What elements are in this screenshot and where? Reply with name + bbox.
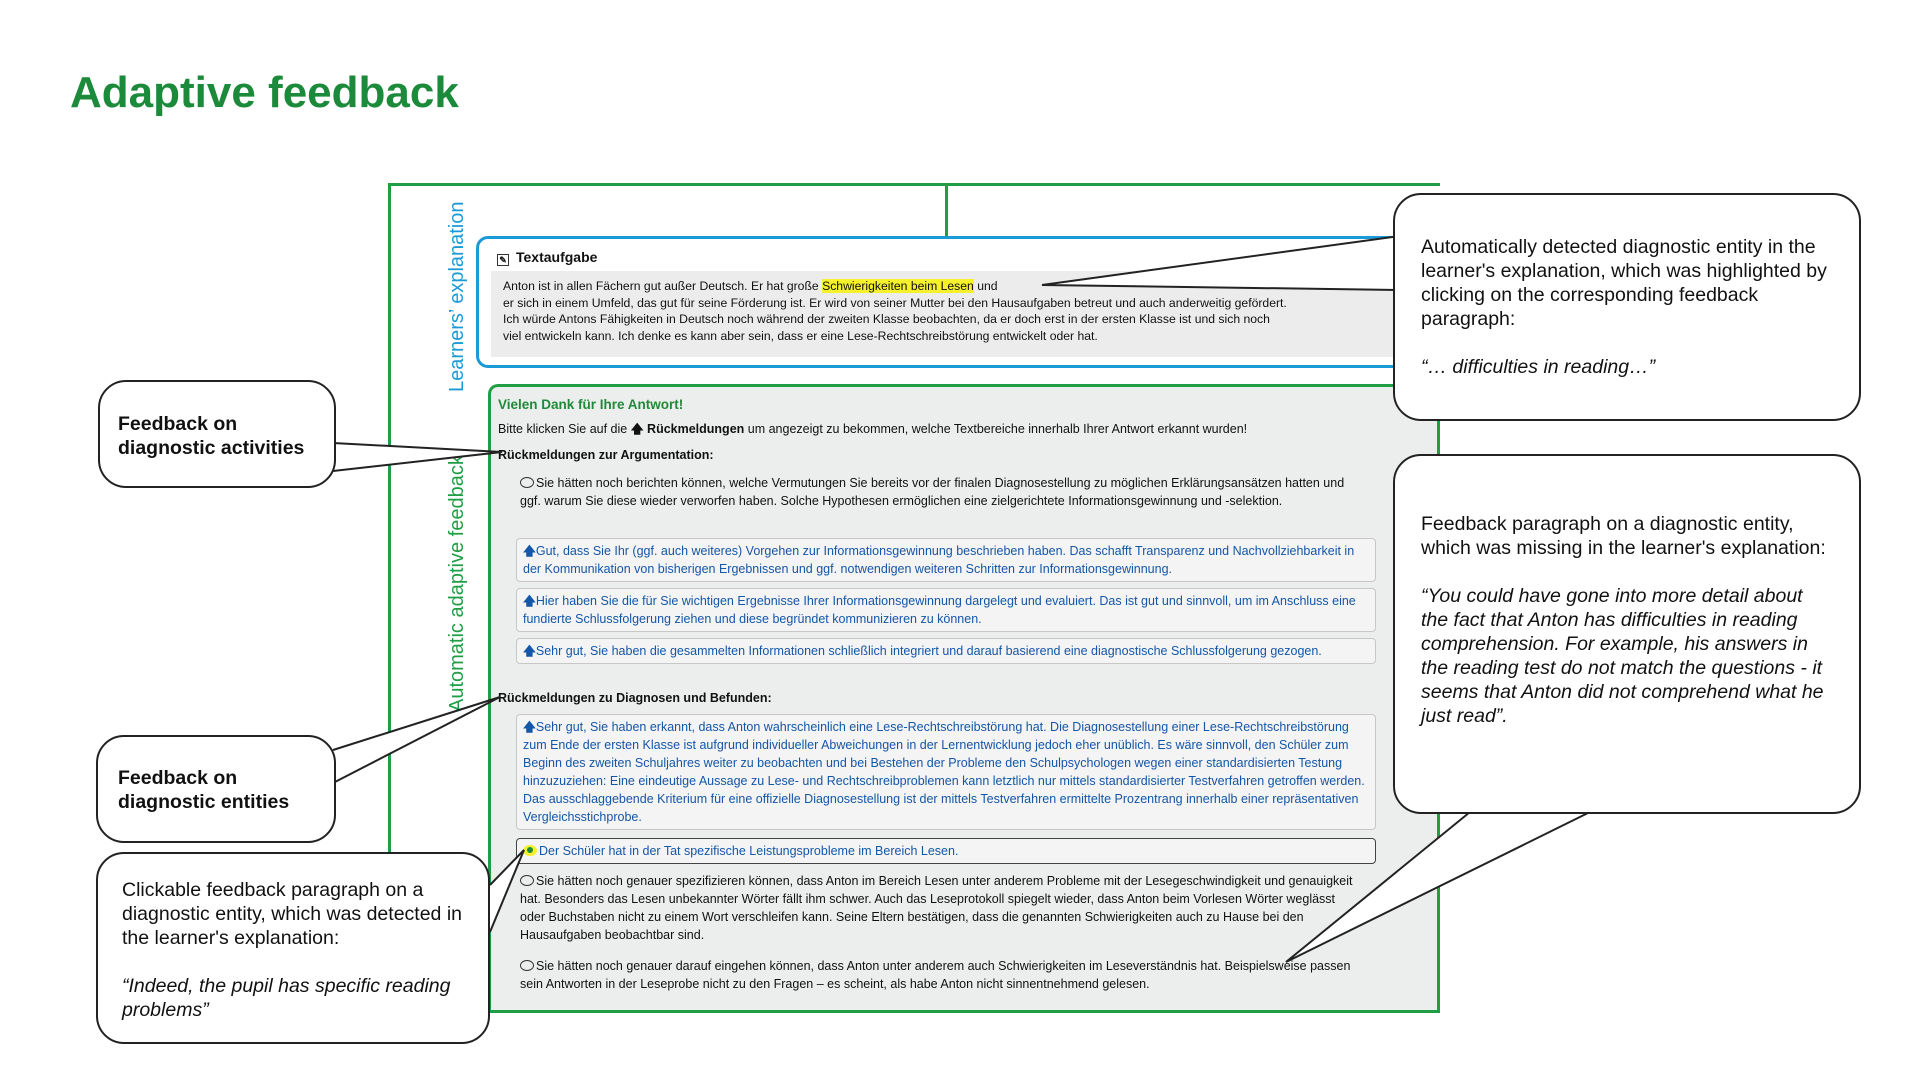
task-header: ✎ Textaufgabe — [497, 249, 597, 266]
feedback-paragraph-text: Sie hätten noch berichten können, welche… — [520, 476, 1345, 508]
feedback-item-text: Der Schüler hat in der Tat spezifische L… — [539, 844, 959, 858]
page-title: Adaptive feedback — [70, 68, 459, 117]
arrow-up-icon: 🡅 — [523, 644, 536, 658]
speech-bubble-icon — [520, 875, 534, 886]
callout-clickable-paragraph: Clickable feedback paragraph on a diagno… — [96, 852, 490, 1044]
arrow-up-icon: 🡅 — [523, 544, 536, 558]
instruction-bold: Rückmeldungen — [647, 422, 745, 436]
edit-icon: ✎ — [497, 254, 509, 266]
callout-detected-entity: Automatically detected diagnostic entity… — [1393, 193, 1861, 421]
learner-explanation-box: ✎ Textaufgabe Anton ist in allen Fächern … — [476, 236, 1507, 368]
callout-diagnostic-entities: Feedback on diagnostic entities — [96, 735, 336, 843]
highlighted-entity: Schwierigkeiten beim Lesen — [822, 279, 974, 293]
task-header-label: Textaufgabe — [516, 249, 598, 265]
arrow-up-icon: 🡅 — [523, 720, 536, 734]
feedback-item[interactable]: 🡅Gut, dass Sie Ihr (ggf. auch weiteres) … — [516, 538, 1376, 582]
learner-explanation-label: Learners’ explanation — [446, 201, 468, 393]
callout-text: Automatically detected diagnostic entity… — [1421, 236, 1827, 330]
speech-bubble-icon — [520, 477, 534, 488]
eye-icon — [523, 845, 537, 856]
feedback-instruction: Bitte klicken Sie auf die 🡅 Rückmeldunge… — [498, 420, 1247, 438]
outer-green-frame — [388, 183, 1440, 1013]
feedback-thanks: Vielen Dank für Ihre Antwort! — [498, 397, 684, 412]
callout-quote: “Indeed, the pupil has specific reading … — [122, 975, 451, 1021]
feedback-item-text: Sehr gut, Sie haben erkannt, dass Anton … — [523, 720, 1365, 824]
feedback-item-selected[interactable]: Der Schüler hat in der Tat spezifische L… — [516, 838, 1376, 864]
callout-text: Feedback on diagnostic entities — [118, 767, 290, 813]
answer-line-3: Ich würde Antons Fähigkeiten in Deutsch … — [503, 312, 1270, 326]
arrow-up-icon: 🡅 — [630, 422, 648, 436]
callout-diagnostic-activities: Feedback on diagnostic activities — [98, 380, 336, 488]
feedback-paragraph-text: Sie hätten noch genauer spezifizieren kö… — [520, 874, 1353, 942]
feedback-paragraph-text: Sie hätten noch genauer darauf eingehen … — [520, 959, 1351, 991]
feedback-item-text: Hier haben Sie die für Sie wichtigen Erg… — [523, 594, 1356, 626]
callout-quote: “You could have gone into more detail ab… — [1421, 585, 1824, 727]
callout-text: Feedback on diagnostic activities — [118, 413, 305, 459]
feedback-panel-bottom-border — [488, 1010, 1440, 1013]
section-heading-argumentation: Rückmeldungen zur Argumentation: — [498, 448, 714, 462]
feedback-item[interactable]: 🡅Sehr gut, Sie haben die gesammelten Inf… — [516, 638, 1376, 664]
feedback-panel — [488, 384, 1440, 1013]
instruction-text: Bitte klicken Sie auf die — [498, 422, 631, 436]
feedback-paragraph-missing[interactable]: Sie hätten noch berichten können, welche… — [520, 474, 1360, 510]
learner-answer-text: Anton ist in allen Fächern gut außer Deu… — [491, 271, 1507, 357]
answer-line-4: viel entwickeln kann. Ich denke es kann … — [503, 328, 1098, 343]
answer-line-2: er sich in einem Umfeld, das gut für sei… — [503, 295, 1287, 310]
callout-quote: “… difficulties in reading…” — [1421, 356, 1656, 378]
answer-text-segment: und — [973, 279, 998, 293]
adaptive-feedback-label: Automatic adaptive feedback — [446, 455, 468, 712]
feedback-paragraph-missing[interactable]: Sie hätten noch genauer darauf eingehen … — [520, 957, 1360, 993]
callout-missing-entity: Feedback paragraph on a diagnostic entit… — [1393, 454, 1861, 814]
callout-text: Feedback paragraph on a diagnostic entit… — [1421, 513, 1826, 559]
speech-bubble-icon — [520, 960, 534, 971]
feedback-item-text: Sehr gut, Sie haben die gesammelten Info… — [535, 644, 1322, 658]
feedback-item[interactable]: 🡅Hier haben Sie die für Sie wichtigen Er… — [516, 588, 1376, 632]
instruction-text: um angezeigt zu bekommen, welche Textber… — [744, 422, 1248, 436]
answer-line-1: Anton ist in allen Fächern gut außer Deu… — [503, 278, 1495, 295]
highlight-arrow-line — [945, 183, 948, 271]
arrow-up-icon: 🡅 — [523, 594, 536, 608]
section-heading-diagnoses: Rückmeldungen zu Diagnosen und Befunden: — [498, 691, 772, 705]
feedback-paragraph-missing[interactable]: Sie hätten noch genauer spezifizieren kö… — [520, 872, 1360, 944]
feedback-item-text: Gut, dass Sie Ihr (ggf. auch weiteres) V… — [523, 544, 1355, 576]
answer-text-segment: Anton ist in allen Fächern gut außer Deu… — [503, 279, 823, 293]
callout-text: Clickable feedback paragraph on a diagno… — [122, 879, 462, 949]
feedback-item[interactable]: 🡅Sehr gut, Sie haben erkannt, dass Anton… — [516, 714, 1376, 830]
